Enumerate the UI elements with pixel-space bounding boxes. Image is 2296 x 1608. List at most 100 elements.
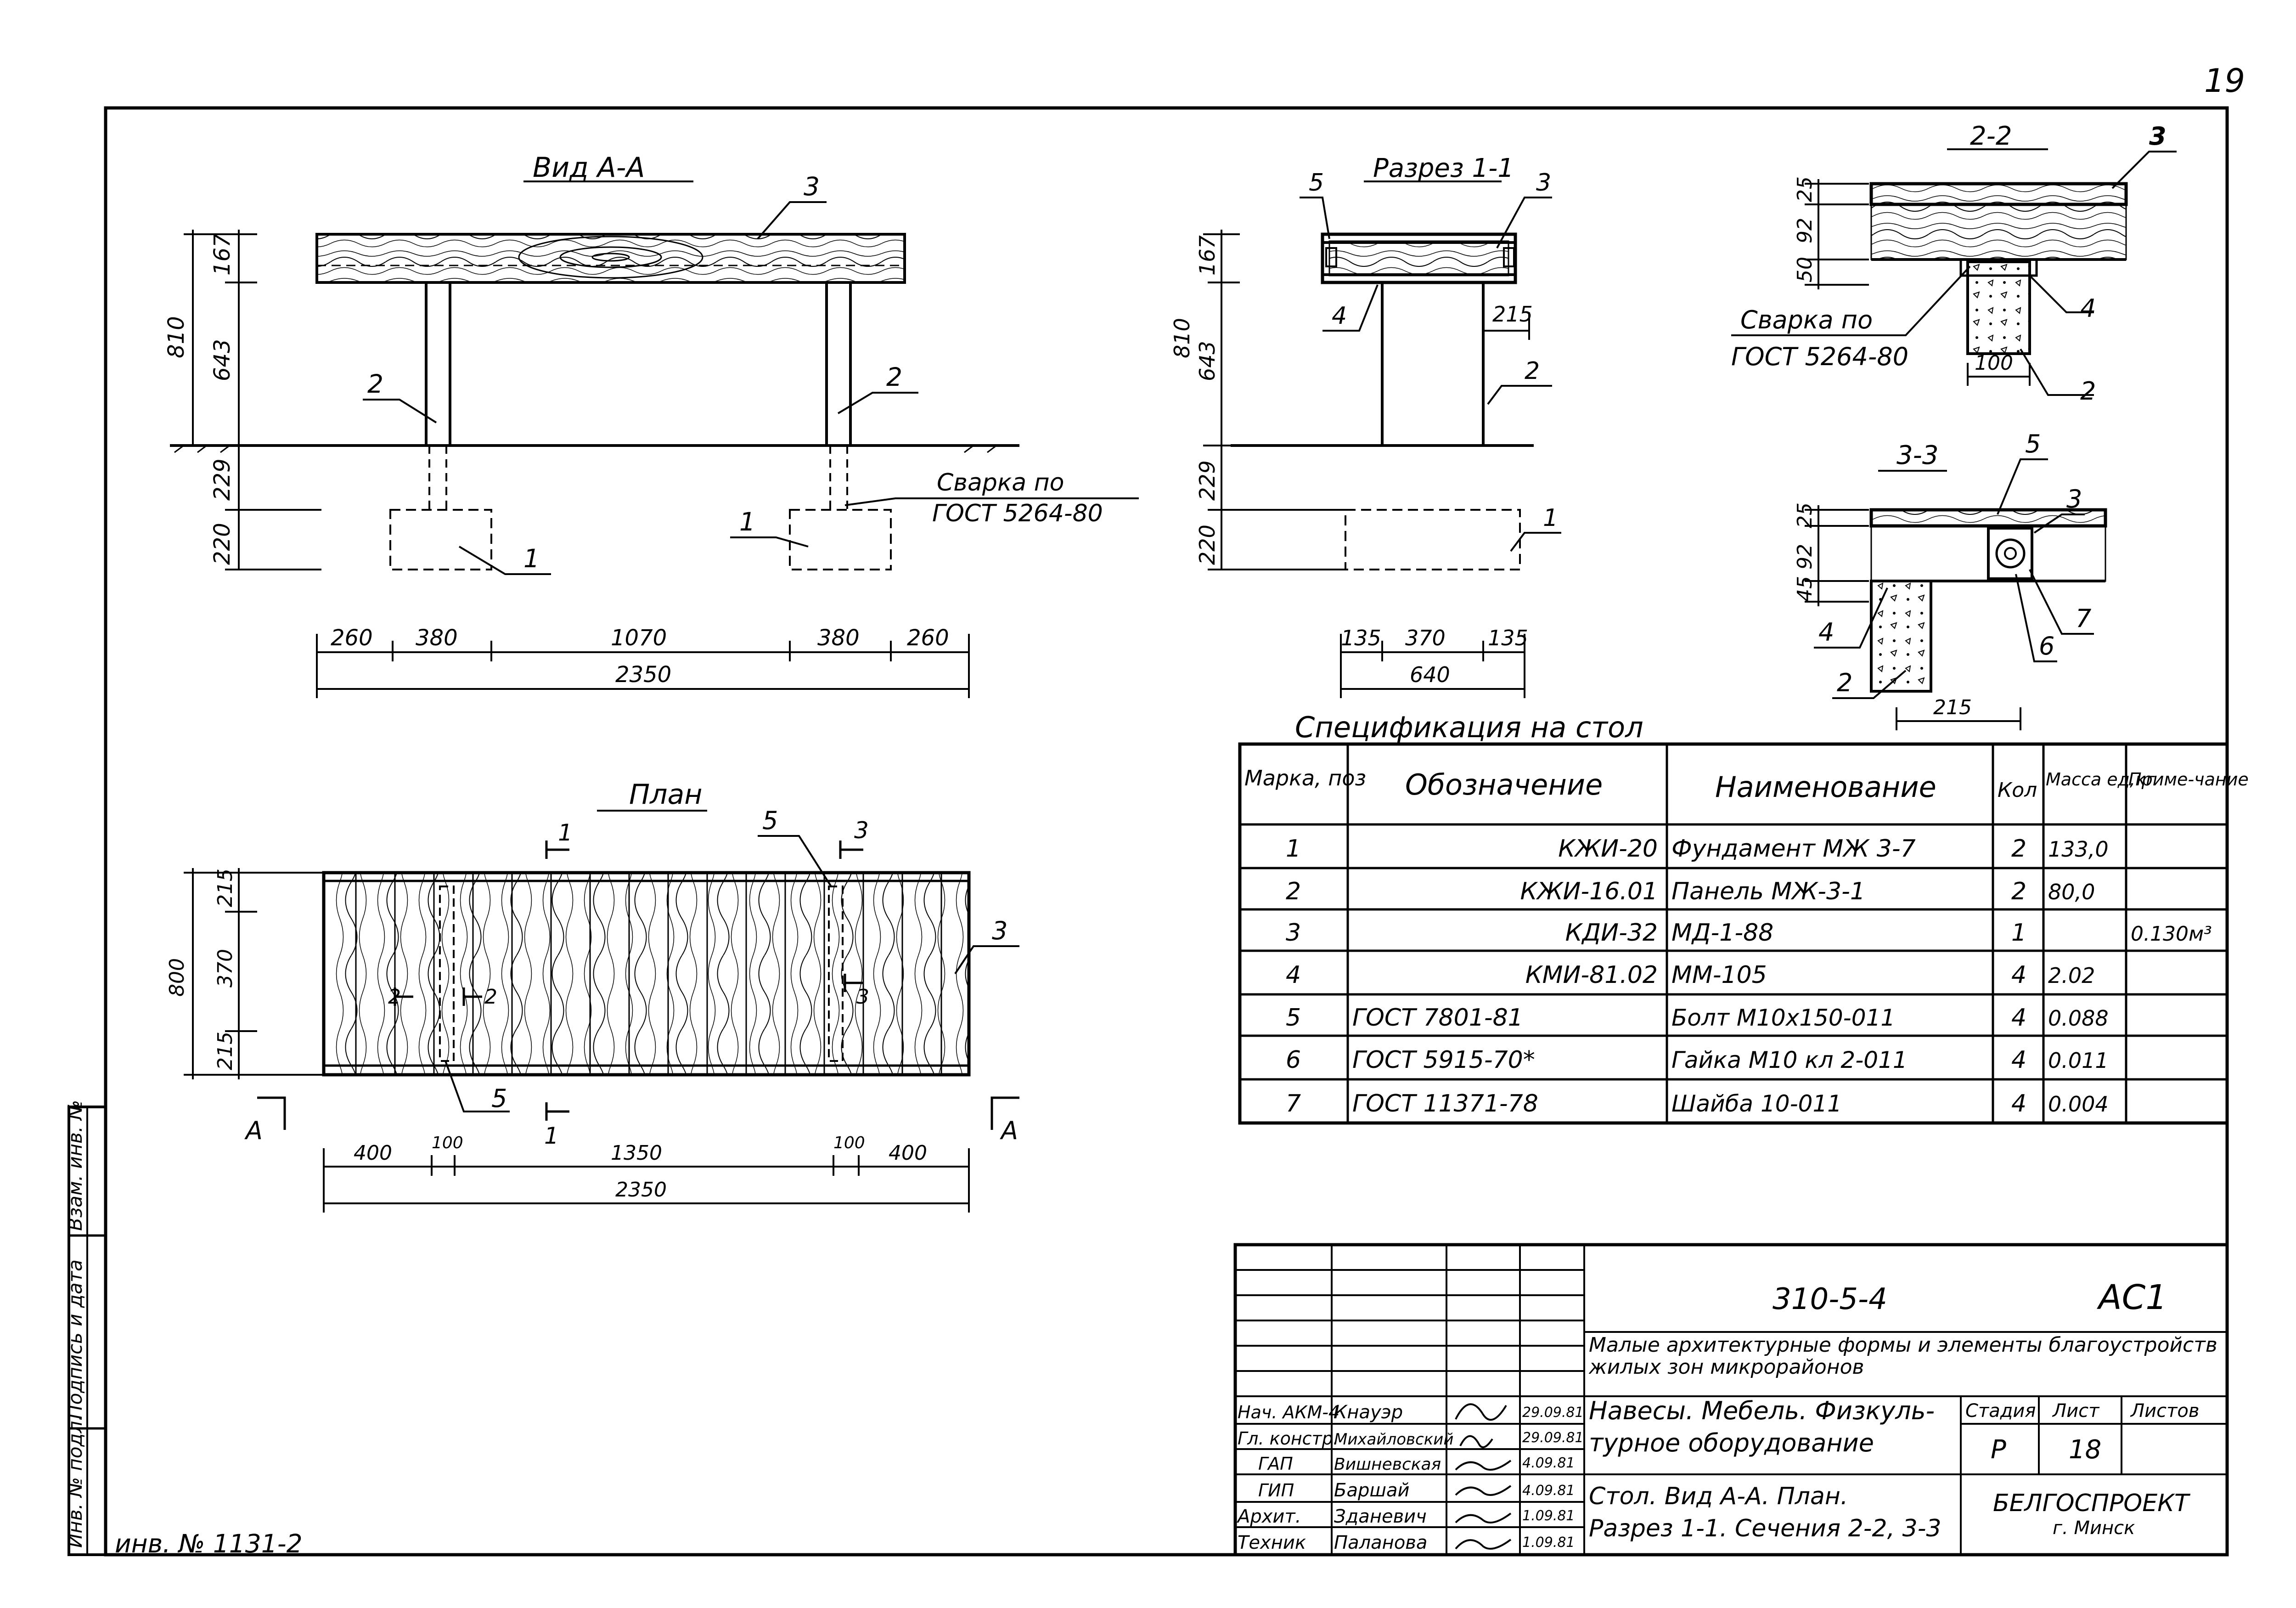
stamp-text-1: Инв. № подл.	[64, 1415, 86, 1548]
title-stage: Р	[1991, 1435, 2006, 1465]
section-11-foundation	[1345, 509, 1521, 570]
title-code: 310-5-4	[1773, 1282, 1887, 1316]
spec-row: 7 ГОСТ 11371-78 Шайба 10-011 4 0.004	[1286, 1090, 2109, 1117]
signer-role: Нач. АКМ-4	[1238, 1402, 1339, 1422]
inventory-number: инв. № 1131-2	[115, 1529, 303, 1558]
spec-cell-qty: 4	[2011, 1004, 2026, 1032]
signer-row: Архит. Зданевич 1.09.81	[1236, 1506, 1575, 1527]
spec-cell-mass: 133,0	[2048, 837, 2109, 862]
spec-row: 6 ГОСТ 5915-70* Гайка М10 кл 2-011 4 0.0…	[1286, 1046, 2109, 1074]
tabletop	[315, 233, 906, 284]
section-22-dim-25: 25	[1793, 176, 1817, 202]
spec-row: 3 КДИ-32 МД-1-88 1 0.130м³	[1286, 919, 2212, 947]
spec-cell-mass: 2.02	[2048, 963, 2095, 988]
spec-row: 4 КМИ-81.02 ММ-105 4 2.02	[1286, 961, 2095, 989]
stamp-text-3: Взам. инв. №	[64, 1100, 86, 1231]
section-11-hdim-2: 370	[1405, 626, 1446, 650]
spec-cell-pos: 3	[1286, 919, 1301, 947]
foundation-right	[789, 509, 892, 570]
signer-name: Кнауэр	[1334, 1402, 1403, 1423]
title-mark: АС1	[2097, 1278, 2167, 1317]
spec-row: 1 КЖИ-20 Фундамент МЖ 3-7 2 133,0	[1286, 835, 2109, 863]
spec-cell-pos: 1	[1286, 835, 1301, 863]
signature	[1455, 1485, 1512, 1496]
spec-cell-mass: 0.004	[2048, 1092, 2109, 1117]
title-sheet: 18	[2069, 1435, 2101, 1465]
plan-cut-3-inner: 3	[856, 985, 869, 1009]
section-11-dim-810: 810	[1170, 318, 1194, 358]
signature	[1455, 1403, 1507, 1421]
spec-header-mass: Масса ед,кг	[2046, 769, 2155, 790]
spec-row: 2 КЖИ-16.01 Панель МЖ-3-1 2 80,0	[1286, 878, 2095, 905]
section-11-leader-1: 1	[1543, 504, 1558, 532]
spec-cell-name: Болт М10х150-011	[1671, 1004, 1895, 1031]
spec-cell-designation: ГОСТ 5915-70*	[1352, 1046, 1535, 1074]
spec-cell-pos: 7	[1286, 1090, 1301, 1117]
view-aa-leader-3: 3	[804, 172, 820, 201]
signer-name: Михайловский	[1334, 1430, 1453, 1449]
spec-cell-qty: 4	[2011, 1046, 2026, 1074]
signer-row: ГАП Вишневская 4.09.81	[1258, 1454, 1575, 1474]
spec-cell-designation: ГОСТ 7801-81	[1352, 1004, 1523, 1032]
spec-cell-name: Фундамент МЖ 3-7	[1671, 835, 1916, 863]
spec-cell-name: Шайба 10-011	[1671, 1090, 1842, 1117]
spec-cell-qty: 1	[2011, 919, 2026, 947]
plan-hdim-5: 400	[889, 1141, 927, 1165]
signer-role: Гл. констр.	[1238, 1428, 1339, 1449]
signer-role: Техник	[1238, 1532, 1306, 1553]
title-block: 310-5-4 АС1 Малые архитектурные формы и …	[1233, 1243, 2229, 1557]
signer-row: Нач. АКМ-4 Кнауэр 29.09.81	[1238, 1402, 1584, 1423]
spec-cell-mass: 0.011	[2048, 1048, 2109, 1073]
title-project: Малые архитектурные формы и элементы бла…	[1589, 1334, 2217, 1379]
section-33-dim-92: 92	[1793, 544, 1817, 570]
post-left	[425, 281, 451, 447]
plan-vdim-215b: 215	[214, 1032, 237, 1070]
plan-hdim-1: 400	[354, 1141, 392, 1165]
spec-cell-name: МД-1-88	[1671, 919, 1773, 947]
view-aa: Вид А-А 3 2 2 1 1 Сварка по ГОСТ	[163, 152, 1139, 698]
section-11-hdim-3: 135	[1488, 626, 1528, 650]
plan-cut-1-top: 1	[558, 819, 573, 846]
spec-cell-qty: 2	[2011, 878, 2026, 905]
foundation-left	[389, 509, 492, 570]
title-city: г. Минск	[2053, 1518, 2135, 1539]
spec-cell-pos: 6	[1286, 1046, 1301, 1074]
view-aa-title: Вид А-А	[533, 152, 645, 184]
title-sheet-title-1: Стол. Вид А-А. План.	[1589, 1483, 1848, 1510]
plan-top	[322, 871, 971, 1077]
spec-row: 5 ГОСТ 7801-81 Болт М10х150-011 4 0.088	[1286, 1004, 2109, 1032]
spec-cell-pos: 5	[1286, 1004, 1301, 1032]
spec-cell-mass: 80,0	[2048, 880, 2095, 904]
spec-table: Спецификация на стол Марка, поз Обозначе…	[1238, 711, 2249, 1125]
section-33-bolt-block	[1987, 527, 2033, 580]
spec-header-designation: Обозначение	[1405, 768, 1603, 801]
spec-cell-designation: КДИ-32	[1565, 919, 1658, 947]
view-aa-dim-810: 810	[163, 316, 189, 358]
plan-leader-3: 3	[992, 916, 1007, 945]
plan-cut-2a: 2	[388, 985, 401, 1009]
spec-cell-designation: ГОСТ 11371-78	[1352, 1090, 1538, 1117]
section-33-leader-5: 5	[2025, 429, 2041, 458]
signature	[1459, 1435, 1493, 1448]
view-aa-dim-220: 220	[209, 523, 235, 565]
section-33: 3-3 5 3 7 6 4 2 25 92 45	[1793, 429, 2107, 730]
spec-cell-designation: КМИ-81.02	[1525, 961, 1658, 989]
section-33-dim-25: 25	[1793, 502, 1817, 528]
plan-hdim-3: 1350	[611, 1141, 662, 1165]
signature	[1455, 1512, 1512, 1523]
view-aa-hdim-1: 260	[331, 625, 373, 651]
signer-role: Архит.	[1236, 1506, 1301, 1527]
view-aa-total: 2350	[615, 662, 671, 688]
spec-header-name: Наименование	[1715, 770, 1936, 804]
section-33-hdim: 215	[1933, 696, 1972, 719]
plan-hdim-4: 100	[833, 1134, 865, 1152]
title-section-line-1: Навесы. Мебель. Физкуль-	[1589, 1396, 1935, 1425]
section-33-leader-2: 2	[1837, 668, 1852, 697]
plan-view-mark-a-right: А	[1000, 1116, 1018, 1145]
signer-name: Зданевич	[1334, 1506, 1427, 1527]
signer-date: 29.09.81	[1522, 1405, 1584, 1421]
plan-leader-5b: 5	[491, 1084, 507, 1113]
section-11-top	[1321, 232, 1517, 284]
spec-cell-note: 0.130м³	[2131, 922, 2212, 946]
section-11-inner-dim: 215	[1492, 302, 1533, 327]
